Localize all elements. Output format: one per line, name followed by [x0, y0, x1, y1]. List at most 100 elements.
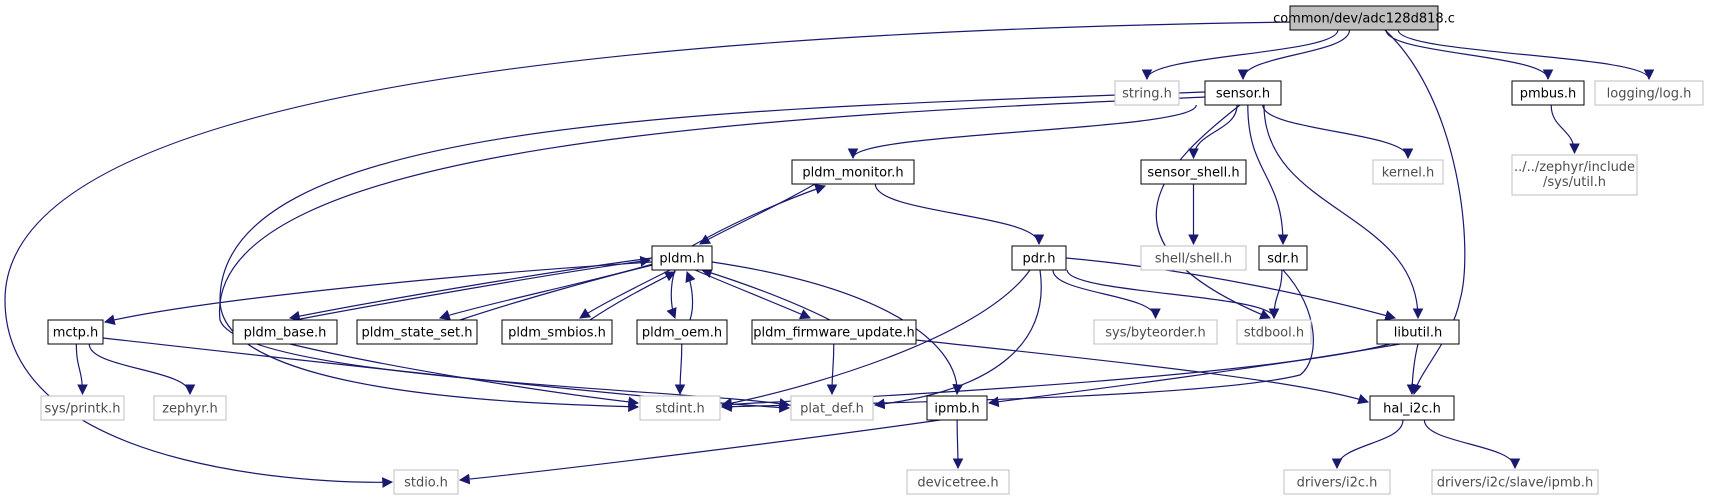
node-stdio: stdio.h: [393, 469, 459, 495]
edge-pldm_base-to-stdint: [289, 343, 640, 408]
node-box: [1093, 319, 1218, 345]
edge-adc-to-sensor: [1237, 29, 1351, 81]
node-label: pldm_oem.h: [642, 326, 722, 341]
node-ipmb[interactable]: ipmb.h: [926, 395, 988, 421]
edge-mctp-to-zephyr: [88, 343, 196, 396]
node-label: sys/printk.h: [44, 402, 120, 417]
node-box: [1236, 319, 1312, 345]
node-label: zephyr.h: [162, 402, 218, 417]
edge-pldm-to-pldm_base: [288, 257, 653, 322]
node-label: mctp.h: [53, 326, 99, 341]
edge-sensor-to-pldm_monitor: [847, 104, 1197, 160]
edge-pdr-to-stdint: [720, 269, 1031, 409]
node-box: [393, 469, 459, 495]
edge-pldm-to-pldm_oem: [666, 269, 677, 320]
node-box: [1204, 80, 1282, 106]
node-hal_i2c[interactable]: hal_i2c.h: [1369, 395, 1455, 421]
node-label: drivers/i2c.h: [1297, 476, 1378, 491]
node-box: [1372, 159, 1444, 185]
node-byteorder: sys/byteorder.h: [1093, 319, 1218, 345]
edge-libutil-to-hal_i2c: [1406, 343, 1419, 396]
edge-pldm_fw-to-plat_def: [826, 343, 838, 396]
node-shell: shell/shell.h: [1140, 245, 1247, 271]
node-box: [1511, 154, 1638, 196]
node-label: ipmb.h: [934, 402, 979, 417]
node-box: [906, 469, 1010, 495]
node-libutil[interactable]: libutil.h: [1376, 319, 1460, 345]
node-mctp[interactable]: mctp.h: [47, 319, 104, 345]
edge-pdr-to-libutil: [1065, 257, 1397, 321]
node-box: [751, 319, 917, 345]
node-string: string.h: [1114, 80, 1180, 106]
node-pldm_state_set[interactable]: pldm_state_set.h: [356, 319, 478, 345]
node-label: shell/shell.h: [1155, 252, 1232, 267]
node-box: [356, 319, 478, 345]
node-box: [1011, 245, 1067, 271]
node-box: [1511, 80, 1585, 106]
edge-sensor-to-sensor_shell: [1188, 104, 1238, 160]
node-printk: sys/printk.h: [40, 395, 125, 421]
node-box: [651, 245, 713, 271]
node-label: sensor.h: [1216, 87, 1270, 102]
node-label: pdr.h: [1022, 252, 1055, 267]
node-drv_i2c: drivers/i2c.h: [1283, 469, 1391, 495]
node-devicetree: devicetree.h: [906, 469, 1010, 495]
node-label: pldm_base.h: [244, 326, 327, 341]
node-stdbool: stdbool.h: [1236, 319, 1312, 345]
edge-sensor-to-stdint: [219, 91, 1206, 413]
edge-pdr-to-plat_def: [873, 269, 1042, 410]
edge-adc-to-string: [1141, 29, 1339, 81]
node-label: pldm_state_set.h: [362, 326, 473, 341]
node-label: stdint.h: [655, 402, 704, 417]
node-box: [639, 395, 721, 421]
node-label: hal_i2c.h: [1383, 402, 1441, 417]
edge-ipmb-to-stdio: [458, 419, 941, 485]
node-box: [1258, 245, 1308, 271]
edge-sensor-to-plat_def: [219, 96, 1206, 409]
node-box: [1369, 395, 1455, 421]
node-label: sensor_shell.h: [1147, 166, 1239, 181]
edge-adc-to-stdio: [4, 21, 1296, 488]
node-sdr[interactable]: sdr.h: [1258, 245, 1308, 271]
node-box: [153, 395, 227, 421]
edge-pldm-to-pldm_monitor: [691, 184, 827, 247]
node-pldm[interactable]: pldm.h: [651, 245, 713, 271]
node-pldm_fw[interactable]: pldm_firmware_update.h: [751, 319, 917, 345]
node-label: sdr.h: [1267, 252, 1299, 267]
node-box: [1283, 469, 1391, 495]
node-pdr[interactable]: pdr.h: [1011, 245, 1067, 271]
node-adc[interactable]: common/dev/adc128d818.c: [1273, 5, 1455, 31]
node-label: pldm_monitor.h: [802, 166, 903, 181]
node-box: [1594, 80, 1704, 106]
node-pldm_base[interactable]: pldm_base.h: [232, 319, 338, 345]
edge-pldm-to-pldm_state_set: [438, 261, 661, 321]
node-label: stdio.h: [404, 476, 448, 491]
node-layer: common/dev/adc128d818.c string.h sensor.h p…: [40, 5, 1704, 495]
node-kernel: kernel.h: [1372, 159, 1444, 185]
node-box: [1114, 80, 1180, 106]
node-sensor_shell[interactable]: sensor_shell.h: [1140, 159, 1247, 185]
edge-pdr-to-stdbool: [1066, 269, 1280, 320]
node-label: pmbus.h: [1520, 87, 1577, 102]
node-pldm_oem[interactable]: pldm_oem.h: [636, 319, 728, 345]
node-label: libutil.h: [1394, 326, 1442, 341]
edge-pldm_fw-to-hal_i2c: [915, 339, 1370, 405]
node-sensor[interactable]: sensor.h: [1204, 80, 1282, 106]
node-loglog: logging/log.h: [1594, 80, 1704, 106]
node-drv_ipmb: drivers/i2c/slave/ipmb.h: [1431, 469, 1599, 495]
node-label: kernel.h: [1382, 166, 1434, 181]
node-pldm_monitor[interactable]: pldm_monitor.h: [791, 159, 915, 185]
node-pmbus[interactable]: pmbus.h: [1511, 80, 1585, 106]
edge-pldm-to-mctp: [103, 261, 653, 326]
node-label: drivers/i2c/slave/ipmb.h: [1437, 476, 1593, 491]
edge-pldm_smbios-to-pldm: [589, 271, 676, 321]
node-box: [1289, 5, 1439, 31]
node-box: [1431, 469, 1599, 495]
edge-hal_i2c-to-drv_ipmb: [1423, 419, 1521, 470]
edge-sdr-to-stdbool: [1268, 269, 1283, 320]
node-box: [40, 395, 125, 421]
edge-adc-to-loglog: [1397, 29, 1655, 81]
edge-libutil-to-ipmb: [987, 343, 1401, 408]
node-pldm_smbios[interactable]: pldm_smbios.h: [501, 319, 613, 345]
